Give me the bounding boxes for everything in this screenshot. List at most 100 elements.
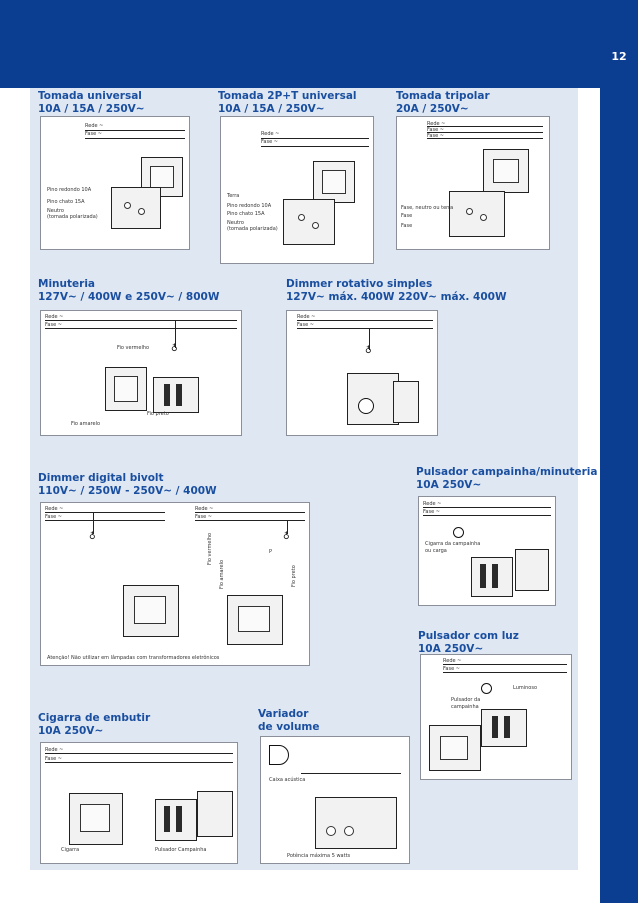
timer-connector (153, 377, 199, 413)
minuteria-title: Minuteria 127V~ / 400W e 250V~ / 800W (38, 278, 219, 304)
dimmer-digital-device-b (227, 595, 283, 645)
label-pulsador-da: Pulsador da (451, 697, 481, 703)
wire-fase (261, 146, 369, 147)
section-title-line2: 10A 250V~ (418, 643, 484, 655)
wire-fase (85, 138, 185, 139)
wire-fase-a (45, 520, 165, 521)
section-title-line1: Pulsador campainha/minuteria (416, 466, 598, 478)
fase-label: Fase ~ (423, 509, 440, 515)
socket-device-face (322, 170, 346, 194)
section-title-line2: 127V~ / 400W e 250V~ / 800W (38, 291, 220, 303)
rede-label-a: Rede ~ (45, 506, 64, 512)
label-fio-amarelo: Fio amarelo (219, 559, 225, 589)
label-luminoso: Luminoso (513, 685, 538, 691)
dimmer-digital-device-a (123, 585, 179, 637)
dimmer-device-back (393, 381, 419, 423)
socket-device-face (150, 166, 174, 188)
attention-note: Atenção! Não utilizar em lâmpadas com tr… (47, 655, 220, 661)
volume-device (315, 797, 397, 849)
knob-icon (344, 826, 354, 836)
dimmer-device (347, 373, 399, 425)
device-face (238, 606, 270, 632)
lamp-icon: ♁ (365, 346, 372, 356)
lamp-icon: ♁ (89, 532, 96, 542)
socket-hole (466, 208, 473, 215)
side-band (600, 88, 638, 903)
label-fase: Fase (401, 223, 413, 229)
section-title-line1: Dimmer digital bivolt (38, 472, 164, 484)
label-pino-redondo: Pino redondo 10A (227, 203, 272, 209)
fase-label: Fase ~ (85, 131, 102, 137)
section-title-line2: 110V~ / 250W - 250V~ / 400W (38, 485, 217, 497)
fase-label-a: Fase ~ (45, 514, 62, 520)
label-cigarra-campainha: Cigarra da campainha (425, 541, 481, 547)
label-fase-neutro-terra: Fase, neutro ou terra (401, 205, 454, 211)
socket-device-back (313, 161, 355, 203)
dimmer-knob-icon (358, 398, 374, 414)
pulsador-luz-diagram: Rede ~ Fase ~ Luminoso Pulsador da campa… (420, 654, 572, 780)
top-header-band (0, 0, 638, 88)
bell-icon (453, 527, 464, 538)
section-title-line1: Tomada universal (38, 90, 142, 102)
section-title-line1: Tomada 2P+T universal (218, 90, 357, 102)
dimmer-rotativo-title: Dimmer rotativo simples 127V~ máx. 400W … (286, 278, 507, 304)
wire-fase-b (195, 520, 305, 521)
label-pino-chato: Pino chato 15A (227, 211, 265, 217)
rede-label: Rede ~ (297, 314, 316, 320)
variador-title: Variador de volume (258, 708, 320, 734)
section-title-line2: 10A 250V~ (38, 725, 104, 737)
wire-fase (297, 328, 433, 329)
knob-icon (326, 826, 336, 836)
wire-fase (45, 328, 237, 329)
pulsador-device (429, 725, 481, 771)
wire-rede (443, 664, 567, 665)
wire-lamp (369, 328, 370, 350)
label-neutro: Neutro (227, 220, 244, 226)
socket-device-front (449, 191, 505, 237)
label-caixa-acustica: Caixa acústica (269, 777, 306, 783)
rede-label-b: Rede ~ (195, 506, 214, 512)
wire-fase (45, 762, 233, 763)
device-face (134, 596, 166, 624)
tomada-universal-diagram: Rede ~ Fase ~ Pino redondo 10A Pino chat… (40, 116, 190, 250)
label-pulsador-campainha: Pulsador Campainha (155, 847, 207, 853)
section-title-line1: Cigarra de embutir (38, 712, 151, 724)
section-title-line1: Tomada tripolar (396, 90, 490, 102)
terminal (164, 384, 170, 406)
socket-device-back (483, 149, 529, 193)
socket-hole (298, 214, 305, 221)
fase-label: Fase ~ (261, 139, 278, 145)
tomada-2pt-title: Tomada 2P+T universal 10A / 15A / 250V~ (218, 90, 357, 116)
wire-rede (427, 126, 543, 127)
fase-label-b: Fase ~ (195, 514, 212, 520)
fase-label: Fase ~ (443, 666, 460, 672)
label-ou-carga: ou carga (425, 548, 447, 554)
rede-label: Rede ~ (45, 747, 64, 753)
terminal (492, 716, 498, 738)
fase-label-2: Fase ~ (427, 133, 444, 139)
terminal (492, 564, 498, 588)
cigarra-title: Cigarra de embutir 10A 250V~ (38, 712, 150, 738)
timer-device (105, 367, 147, 411)
pulsador-campainha-diagram: Rede ~ Fase ~ Cigarra da campainha ou ca… (418, 496, 556, 606)
wire-lamp (287, 520, 288, 534)
label-pino-chato: Pino chato 15A (47, 199, 85, 205)
label-fio-vermelho: Fio vermelho (117, 345, 150, 351)
rede-label: Rede ~ (443, 658, 462, 664)
terminal (176, 806, 182, 832)
tomada-tripolar-title: Tomada tripolar 20A / 250V~ (396, 90, 490, 116)
label-tomada-polarizada: (tomada polarizada) (47, 214, 98, 220)
fase-label: Fase ~ (297, 322, 314, 328)
terminal (480, 564, 486, 588)
lamp-icon: ♁ (171, 344, 178, 354)
section-title-line1: Dimmer rotativo simples (286, 278, 433, 290)
label-tomada-polarizada: (tomada polarizada) (227, 226, 278, 232)
section-title-line2: de volume (258, 721, 320, 733)
wire-rede (85, 130, 185, 131)
bell-icon (481, 683, 492, 694)
socket-device-face (493, 159, 519, 183)
minuteria-diagram: Rede ~ Fase ~ ♁ Fio vermelho Fio preto F… (40, 310, 242, 436)
terminal (176, 384, 182, 406)
section-title-line1: Pulsador com luz (418, 630, 519, 642)
